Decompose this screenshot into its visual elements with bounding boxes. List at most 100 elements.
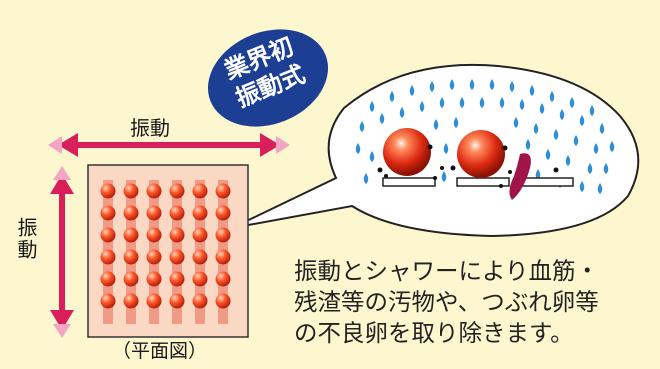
- tray-egg: [215, 183, 231, 199]
- water-drop: [513, 117, 519, 128]
- description-line-1: 振動とシャワーにより血筋・: [294, 257, 600, 285]
- water-drop: [419, 101, 425, 112]
- water-drop: [499, 97, 505, 108]
- bubble-eggs: [377, 128, 574, 200]
- water-drop: [529, 85, 535, 96]
- horizontal-vibration-label: 振動: [130, 116, 170, 140]
- water-drop: [553, 129, 559, 140]
- water-drop: [593, 143, 599, 154]
- tray-egg: [146, 183, 162, 199]
- description-text: 振動とシャワーにより血筋・ 残渣等の汚物や、つぶれ卵等 の不良卵を取り除きます。: [294, 256, 654, 349]
- tray-egg: [169, 249, 185, 265]
- tray-egg: [123, 293, 139, 309]
- water-drop: [489, 79, 495, 90]
- water-drops: [355, 79, 615, 194]
- tray-egg: [215, 249, 231, 265]
- water-drop: [525, 139, 531, 150]
- tray-egg: [123, 271, 139, 287]
- tray-slot-1: [382, 177, 436, 187]
- badge-industry-first: [207, 29, 329, 127]
- water-drop: [519, 99, 525, 110]
- tray-egg: [215, 205, 231, 221]
- speech-bubble: [231, 63, 640, 238]
- tray-slot-3: [520, 177, 574, 187]
- water-drop: [559, 109, 565, 120]
- tray-egg: [192, 293, 208, 309]
- water-drop: [441, 171, 447, 182]
- tray-egg: [100, 249, 116, 265]
- water-drop: [597, 183, 603, 194]
- tray-egg: [215, 293, 231, 309]
- tray-plan-view: [87, 164, 249, 338]
- tray-egg: [146, 249, 162, 265]
- water-drop: [439, 97, 445, 108]
- tray-egg: [169, 227, 185, 243]
- description-line-2: 残渣等の汚物や、つぶれ卵等: [294, 288, 599, 316]
- water-drop: [459, 97, 465, 108]
- blood-streak: [509, 153, 531, 200]
- tray-egg: [169, 293, 185, 309]
- tray-egg: [123, 227, 139, 243]
- water-drop: [569, 97, 575, 108]
- water-drop: [573, 135, 579, 146]
- water-drop: [589, 105, 595, 116]
- water-drop: [453, 117, 459, 128]
- tray-egg: [192, 227, 208, 243]
- water-drop: [509, 81, 515, 92]
- vertical-vibration-arrow: [50, 166, 74, 338]
- tray-egg: [169, 205, 185, 221]
- tray-egg: [169, 183, 185, 199]
- tray-egg: [100, 293, 116, 309]
- water-drop: [579, 181, 585, 192]
- water-drop: [429, 81, 435, 92]
- water-drop: [609, 141, 615, 152]
- water-drop: [587, 163, 593, 174]
- tray-egg: [146, 227, 162, 243]
- water-drop: [469, 79, 475, 90]
- tray-egg: [192, 249, 208, 265]
- water-drop: [603, 163, 609, 174]
- tray-egg: [192, 183, 208, 199]
- tray-egg: [215, 271, 231, 287]
- horizontal-vibration-arrow: [48, 133, 290, 157]
- vertical-vibration-label: 振動: [14, 217, 38, 261]
- water-drop: [545, 149, 551, 160]
- egg-2: [457, 130, 505, 178]
- tray-egg: [123, 183, 139, 199]
- water-drop: [379, 113, 385, 124]
- tray-egg: [100, 227, 116, 243]
- water-drop: [369, 151, 375, 162]
- water-drop: [539, 103, 545, 114]
- water-drop: [533, 123, 539, 134]
- tray-egg: [146, 205, 162, 221]
- tray-egg: [169, 271, 185, 287]
- tray-egg: [100, 183, 116, 199]
- tray-egg: [100, 205, 116, 221]
- tray-slot-2: [456, 177, 510, 187]
- water-drop: [449, 79, 455, 90]
- water-drop: [579, 115, 585, 126]
- water-drop: [359, 121, 365, 132]
- water-drop: [399, 107, 405, 118]
- plan-view-caption: （平面図）: [112, 340, 208, 362]
- tray-eggs: [100, 183, 231, 309]
- tray-egg: [146, 271, 162, 287]
- tray-egg: [100, 271, 116, 287]
- water-drop: [599, 123, 605, 134]
- water-drop: [479, 97, 485, 108]
- water-drop: [433, 119, 439, 130]
- water-drop: [389, 91, 395, 102]
- egg-1: [383, 128, 431, 176]
- water-drop: [369, 101, 375, 112]
- tray-egg: [192, 271, 208, 287]
- water-drop: [549, 91, 555, 102]
- debris: [377, 144, 559, 188]
- tray-egg: [123, 205, 139, 221]
- tray-egg: [146, 293, 162, 309]
- water-drop: [443, 143, 449, 154]
- water-drop: [409, 85, 415, 96]
- water-drop: [355, 143, 361, 154]
- water-drop: [565, 155, 571, 166]
- description-line-3: の不良卵を取り除きます。: [294, 319, 574, 347]
